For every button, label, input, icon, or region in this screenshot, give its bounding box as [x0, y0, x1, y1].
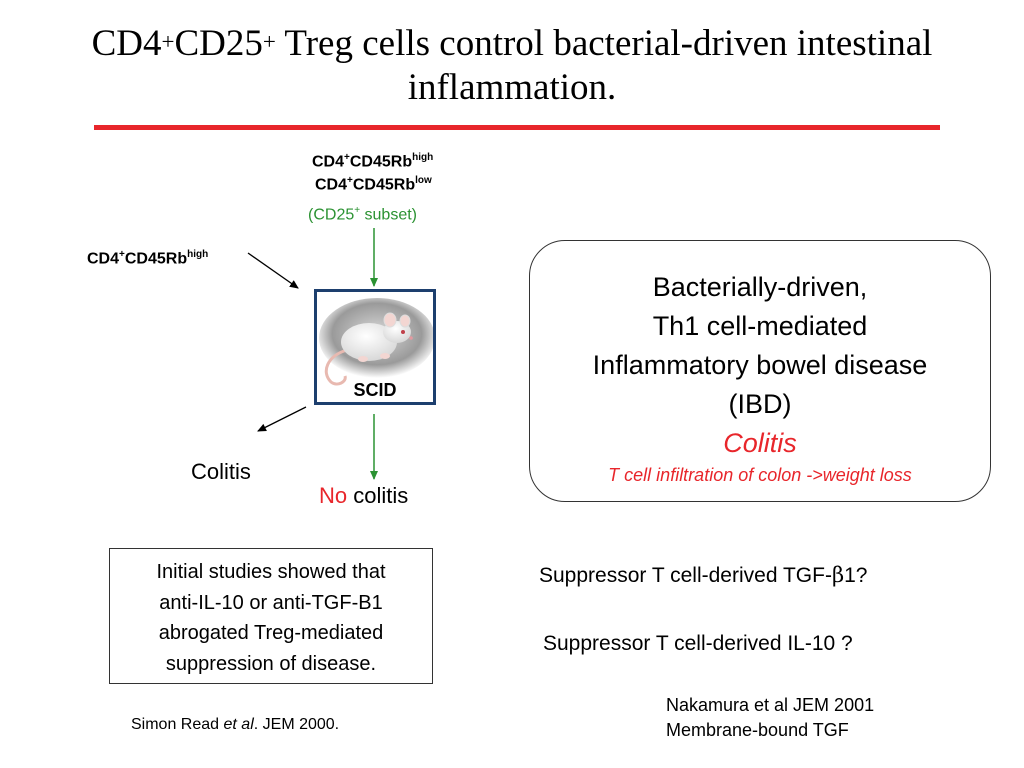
question-part: 1?: [844, 564, 868, 587]
ibd-line: Th1 cell-mediated: [652, 311, 868, 341]
ibd-description-box: [529, 240, 991, 502]
title-part: Treg cells control bacterial-driven inte…: [275, 23, 933, 64]
label-part: CD4: [87, 250, 120, 268]
ibd-line: (IBD): [728, 389, 792, 419]
title-superscript: +: [161, 29, 175, 54]
ref-line: Nakamura et al JEM 2001: [666, 695, 875, 715]
title-line-2: inflammation.: [407, 67, 617, 108]
initial-studies-text: Initial studies showed that anti-IL-10 o…: [109, 557, 433, 679]
initial-line: suppression of disease.: [165, 652, 377, 675]
ibd-colitis: Colitis: [723, 428, 797, 458]
title-part: CD4: [91, 23, 162, 64]
donor-left-label: CD4+CD45Rbhigh: [87, 249, 208, 268]
ref-italic: et al: [223, 716, 254, 733]
initial-line: abrogated Treg-mediated: [158, 622, 384, 644]
initial-line: anti-IL-10 or anti-TGF-B1: [159, 591, 383, 614]
outcome-colitis: Colitis: [191, 459, 251, 484]
label-part: CD4: [312, 153, 345, 171]
scid-label: SCID: [353, 380, 397, 400]
label-sup: +: [347, 175, 353, 186]
label-sup: high: [412, 152, 434, 163]
question-part: Suppressor T cell-derived TGF-: [539, 564, 832, 587]
title-line-1: CD4+CD25+ Treg cells control bacterial-d…: [0, 22, 1024, 66]
donor-top-line-1: CD4+CD45Rbhigh: [312, 152, 433, 171]
label-part: CD4: [315, 176, 348, 194]
ibd-description-text: Bacterially-driven, Th1 cell-mediated In…: [529, 268, 991, 487]
reference-simon-read: Simon Read et al. JEM 2000.: [131, 716, 339, 734]
outcome-no-colitis: No colitis: [319, 483, 408, 509]
label-part: CD45Rb: [124, 250, 188, 268]
reference-nakamura: Nakamura et al JEM 2001 Membrane-bound T…: [666, 693, 874, 743]
label-sup: +: [119, 249, 125, 260]
ref-part: . JEM 2000.: [253, 716, 340, 733]
title-superscript: +: [262, 29, 276, 54]
arrow-left-in: [247, 252, 299, 289]
slide-title: CD4+CD25+ Treg cells control bacterial-d…: [0, 22, 1024, 110]
label-sup: +: [344, 152, 350, 163]
ibd-note: T cell infiltration of colon ->weight lo…: [608, 465, 912, 485]
colitis-word: colitis: [347, 483, 409, 508]
donor-top-line-2: CD4+CD45Rblow: [315, 175, 432, 194]
initial-line: Initial studies showed that: [156, 561, 386, 583]
label-part: CD45Rb: [352, 176, 416, 194]
label-sup: low: [415, 175, 432, 186]
arrow-left-out: [257, 406, 307, 432]
question-tgf-beta: Suppressor T cell-derived TGF-β1?: [539, 563, 867, 588]
ref-line: Membrane-bound TGF: [666, 720, 849, 740]
no-word: No: [319, 483, 348, 508]
title-underline: [94, 125, 940, 130]
ref-part: Simon Read: [131, 716, 224, 733]
label-part: CD45Rb: [349, 153, 413, 171]
title-part: CD25: [174, 23, 263, 64]
cd25-subset-label: (CD25+ subset): [308, 205, 417, 224]
white-mouse-icon: [317, 292, 435, 402]
beta-symbol: β: [831, 563, 845, 587]
label-sup: high: [187, 249, 209, 260]
label-part: (CD25: [308, 206, 355, 224]
question-il10: Suppressor T cell-derived IL-10 ?: [543, 632, 853, 655]
label-sup: +: [354, 205, 361, 216]
scid-mouse-frame: [314, 289, 436, 405]
initial-studies-box: [109, 548, 433, 684]
ibd-line: Bacterially-driven,: [652, 272, 868, 302]
ibd-line: Inflammatory bowel disease: [592, 350, 928, 380]
label-part: subset): [360, 206, 417, 224]
